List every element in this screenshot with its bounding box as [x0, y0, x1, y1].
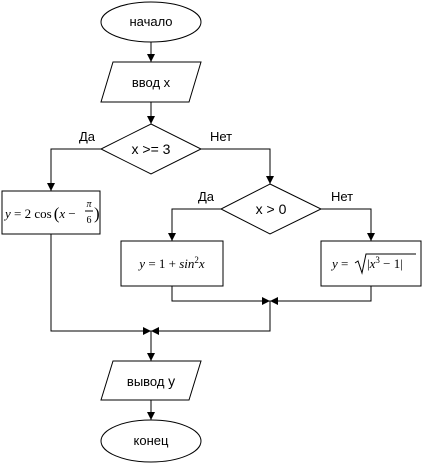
decision-2-label: x > 0 — [256, 201, 287, 217]
edge-f1-join — [50, 234, 151, 335]
start-label: начало — [129, 14, 172, 29]
edge-merge-join — [151, 301, 271, 335]
edge-cond1-yes — [47, 148, 101, 191]
sqrt-sign — [354, 253, 416, 275]
decision-1-label: x >= 3 — [132, 141, 171, 157]
decision-1: x >= 3 — [99, 123, 203, 175]
output-node: вывод y — [100, 360, 202, 401]
end-node: конец — [100, 419, 202, 463]
end-label: конец — [134, 433, 169, 448]
decision-2-yes-label: Да — [198, 189, 215, 204]
start-node: начало — [100, 1, 202, 43]
output-label: вывод y — [127, 373, 175, 389]
edge-f3-merge — [270, 286, 372, 305]
svg-text:|x3 − 1|: |x3 − 1| — [367, 255, 403, 271]
decision-2-no-label: Нет — [331, 189, 353, 204]
decision-2: x > 0 — [219, 183, 323, 235]
edge-cond1-no — [201, 148, 274, 184]
edges — [47, 42, 375, 420]
input-label: ввод x — [132, 75, 171, 90]
edge-f2-merge — [171, 286, 270, 305]
formula-2: y = 1 + sin2x — [137, 255, 205, 271]
process-formula-3: y = |x3 − 1| — [320, 240, 422, 287]
process-formula-1: y = 2 cos(x − π 6 ) — [1, 190, 101, 235]
edge-cond2-yes — [168, 208, 221, 241]
edge-cond2-no — [321, 208, 375, 241]
output-var: y — [168, 373, 175, 389]
formula-1: y = 2 cos(x − — [3, 204, 76, 223]
svg-text:π: π — [86, 199, 92, 210]
svg-text:6: 6 — [87, 215, 92, 226]
svg-text:): ) — [94, 204, 100, 223]
decision-1-yes-label: Да — [79, 129, 96, 144]
input-node: ввод x — [100, 61, 202, 103]
decision-1-no-label: Нет — [210, 129, 232, 144]
process-formula-2: y = 1 + sin2x — [120, 240, 224, 287]
formula-3: y = — [330, 256, 348, 271]
